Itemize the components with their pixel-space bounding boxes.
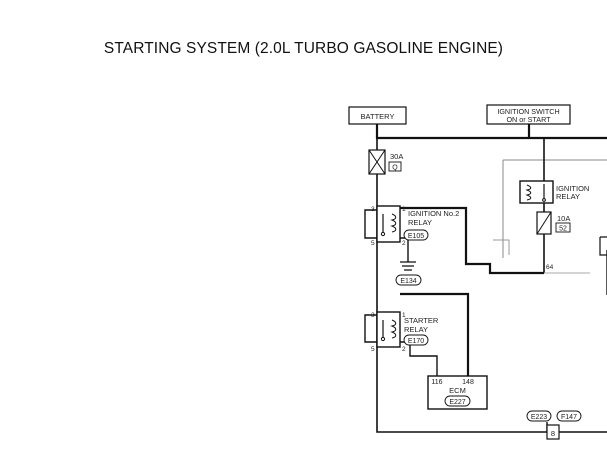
- relay1-output-wire: [400, 206, 544, 275]
- joint-connector-left-oval: [526, 410, 552, 422]
- relay1-pin-5: 5: [371, 240, 375, 247]
- relay1-connector-oval: [403, 229, 429, 241]
- ecm-pin-148: 148: [462, 379, 474, 386]
- relay2-pin-5: 5: [371, 346, 375, 353]
- ecm-connector: E227: [449, 399, 465, 406]
- battery-bus-wire: [375, 124, 607, 140]
- relay2-label-2: RELAY: [404, 325, 428, 334]
- relay1-pin-3: 3: [371, 206, 375, 213]
- ignition-relay-label-2: RELAY: [556, 192, 580, 201]
- fuse-30a-icon: [368, 149, 386, 175]
- junction-pin-64: 64: [546, 264, 554, 271]
- starter-relay-wire: [400, 292, 470, 376]
- joint-connector-right-oval: [556, 410, 582, 422]
- ignition-switch-label-2: ON or START: [506, 115, 551, 124]
- ignition-switch-label-1: IGNITION SWITCH: [497, 107, 559, 116]
- relay2-pin-1: 1: [402, 312, 406, 319]
- ecm-label: ECM: [449, 386, 466, 395]
- relay2-pin-3: 3: [371, 312, 375, 319]
- ground-connector-oval: [395, 274, 422, 286]
- ecm-pin-116: 116: [431, 379, 442, 386]
- left-bus-wire: [376, 174, 607, 433]
- relay1-label-1: IGNITION No.2: [408, 209, 459, 218]
- fuse-10a-code: 52: [559, 226, 567, 233]
- relay2-label-1: STARTER: [404, 316, 439, 325]
- fuse-10a-code-box: [555, 222, 571, 233]
- relay1-pin-1: 1: [402, 206, 406, 213]
- ignition-relay-icon: [519, 180, 554, 204]
- relay1-label-2: RELAY: [408, 218, 432, 227]
- joint-pin-box: [546, 424, 560, 440]
- fuse-30a-code-box: [388, 161, 402, 172]
- starter-relay-icon: [376, 311, 401, 348]
- battery-label: BATTERY: [361, 112, 395, 121]
- fuse-10a-icon: [536, 211, 552, 235]
- page-title: STARTING SYSTEM (2.0L TURBO GASOLINE ENG…: [103, 40, 504, 57]
- ground-connector: E134: [400, 278, 416, 285]
- fuse-30a-rating: 30A: [390, 152, 403, 161]
- gray-wire: [493, 239, 510, 255]
- joint-pin: 8: [551, 429, 555, 438]
- fuse-10a-rating: 10A: [557, 214, 570, 223]
- right-connector: [599, 236, 607, 256]
- relay2-coil-loop: [364, 314, 377, 343]
- ground-icon: [400, 261, 416, 271]
- relay1-coil-loop: [364, 209, 377, 239]
- relay2-connector-oval: [403, 334, 429, 346]
- fuse-30a-code: Q: [392, 165, 398, 172]
- ecm-connector-oval: [444, 395, 471, 407]
- relay1-pin-2: 2: [402, 240, 406, 247]
- battery-box: [348, 106, 407, 125]
- relay2-connector: E170: [408, 338, 424, 345]
- relay1-connector: E105: [408, 233, 424, 240]
- joint-connector-left: E223: [531, 414, 547, 421]
- ignition-no2-relay-icon: [376, 205, 401, 243]
- ignition-relay-label-1: IGNITION: [556, 184, 589, 193]
- relay2-pin-2: 2: [402, 346, 406, 353]
- joint-connector-right: F147: [561, 414, 577, 421]
- ignition-switch-box: [486, 104, 571, 125]
